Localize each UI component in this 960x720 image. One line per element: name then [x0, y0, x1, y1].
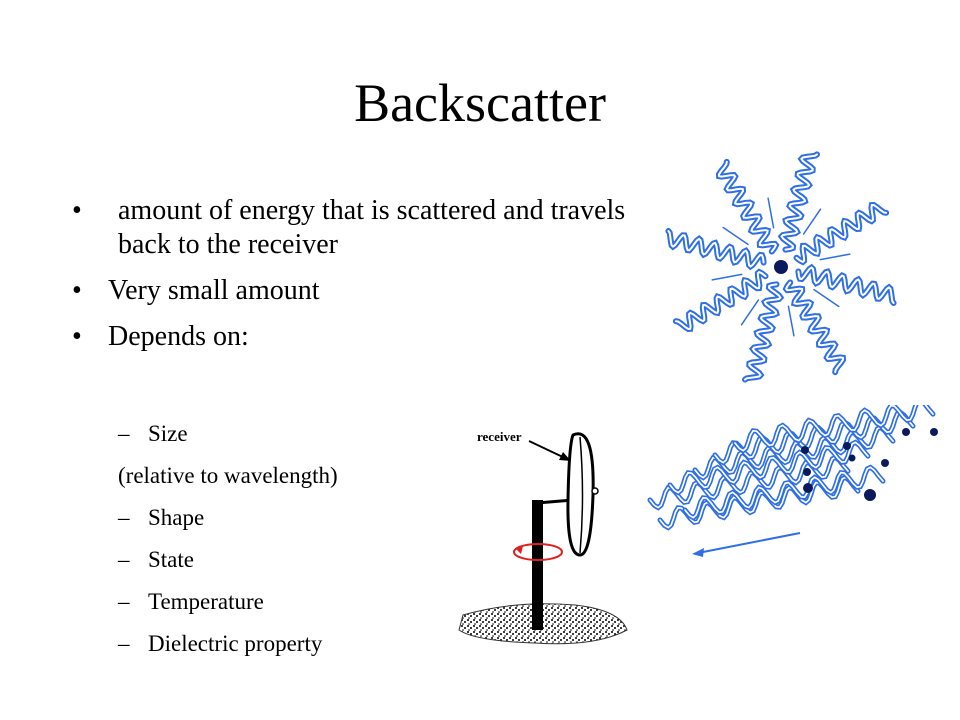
scattered-wave-highlight [717, 160, 778, 253]
scatter-particle [801, 446, 809, 454]
sub-note-wavelength: (relative to wavelength) [118, 463, 338, 488]
scattered-wave-highlight [744, 283, 782, 381]
scattered-wave-highlight [784, 281, 845, 374]
receiver-label: receiver [477, 429, 522, 444]
scattered-wave-highlight [797, 266, 895, 304]
scatter-direction-arrow [787, 305, 795, 337]
receiver-antenna-illustration: receiver [458, 429, 628, 645]
scatter-direction-arrow [767, 197, 775, 229]
bullet-dot: • [72, 195, 82, 226]
sub-item-temperature: –Temperature [118, 588, 438, 630]
bullet-dot: • [72, 275, 82, 306]
bullet-item-energy: • amount of energy that is scattered and… [72, 194, 632, 262]
sub-item-state: –State [118, 546, 438, 588]
bullet-text: Very small amount [108, 275, 320, 306]
sub-item-shape: –Shape [118, 504, 438, 546]
incident-wave-highlight [684, 466, 884, 519]
scatter-particle [881, 459, 889, 467]
sub-item-size: –Size [118, 420, 438, 462]
scatter-particle [930, 428, 938, 436]
scatter-direction-arrow [722, 226, 749, 246]
scatter-particle [803, 483, 813, 493]
scatter-direction-arrow [711, 273, 743, 281]
dash-mark: – [118, 421, 130, 446]
bullet-item-small-amount: • Very small amount [72, 274, 632, 308]
dash-mark: – [118, 589, 130, 614]
scatter-direction-arrow [819, 253, 851, 261]
scatter-particle [848, 454, 856, 462]
dash-mark: – [118, 505, 130, 530]
receiver-pointer [528, 440, 568, 460]
bullet-item-depends-on: • Depends on: [72, 320, 632, 354]
bullet-dot: • [72, 321, 82, 352]
scattered-wave-highlight [674, 270, 767, 331]
scattered-wave-highlight [667, 230, 765, 268]
sub-item-text: Size [148, 421, 188, 446]
incident-wave-highlight [734, 405, 934, 452]
bullet-text: amount of energy that is scattered and t… [118, 195, 626, 260]
incident-direction-arrow [697, 532, 801, 554]
dash-mark: – [118, 631, 130, 656]
antenna-pole [532, 500, 543, 630]
bullet-text: Depends on: [108, 321, 249, 352]
scatter-direction-arrow [813, 288, 840, 308]
dish-reflector [566, 432, 595, 557]
sub-bullet-list: –Size (relative to wavelength) –Shape –S… [118, 420, 438, 672]
scatter-starburst-illustration [665, 151, 897, 383]
scatter-particle [843, 442, 851, 450]
sub-item-text: Dielectric property [148, 631, 323, 656]
scattered-wave-highlight [795, 203, 888, 264]
scatter-particle [864, 489, 876, 501]
scatter-direction-arrow [740, 299, 760, 326]
scatter-direction-arrow [802, 208, 822, 235]
sub-item-text: Temperature [148, 589, 264, 614]
incident-wave-highlight [669, 441, 869, 494]
backscatter-waves-illustration [647, 405, 938, 557]
bullet-list: • amount of energy that is scattered and… [72, 194, 632, 366]
scattered-wave-highlight [780, 153, 818, 251]
slide-title: Backscatter [354, 73, 606, 133]
scatter-particle [803, 468, 811, 476]
rotation-arrow-icon [513, 543, 563, 561]
scatter-particle [774, 260, 788, 274]
scatter-particle [902, 428, 910, 436]
sub-item-text: Shape [148, 505, 205, 530]
dash-mark: – [118, 547, 130, 572]
sub-item-text: State [148, 547, 194, 572]
sub-item-dielectric: –Dielectric property [118, 630, 438, 672]
